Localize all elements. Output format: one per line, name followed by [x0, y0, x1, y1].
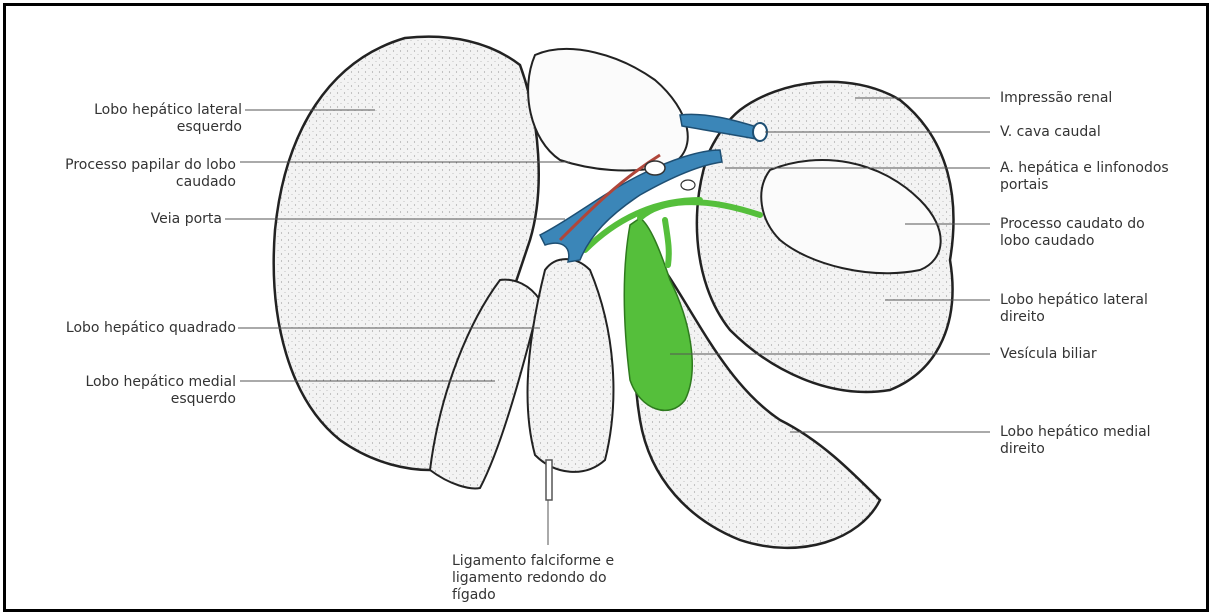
vena-cava-opening — [753, 123, 767, 141]
papillary-process — [528, 49, 688, 170]
label-ligamento: Ligamento falciforme e ligamento redondo… — [452, 553, 614, 604]
label-lobo-quadrado: Lobo hepático quadrado — [10, 320, 236, 337]
gallbladder — [624, 218, 692, 410]
label-lobo-medial-direito: Lobo hepático medial direito — [1000, 424, 1151, 458]
quadrate-lobe — [528, 259, 614, 472]
label-impressao-renal: Impressão renal — [1000, 90, 1112, 107]
label-lobo-lateral-esquerdo: Lobo hepático lateral esquerdo — [20, 102, 242, 136]
lymph-node — [681, 180, 695, 190]
label-processo-caudato: Processo caudato do lobo caudado — [1000, 216, 1145, 250]
label-veia-porta: Veia porta — [20, 211, 222, 228]
label-vesicula-biliar: Vesícula biliar — [1000, 346, 1097, 363]
label-v-cava-caudal: V. cava caudal — [1000, 124, 1101, 141]
label-lobo-medial-esquerdo: Lobo hepático medial esquerdo — [20, 374, 236, 408]
lymph-node — [645, 161, 665, 175]
falciform-ligament — [546, 460, 552, 500]
label-a-hepatica: A. hepática e linfonodos portais — [1000, 160, 1169, 194]
label-lobo-lateral-direito: Lobo hepático lateral direito — [1000, 292, 1148, 326]
label-processo-papilar: Processo papilar do lobo caudado — [14, 157, 236, 191]
